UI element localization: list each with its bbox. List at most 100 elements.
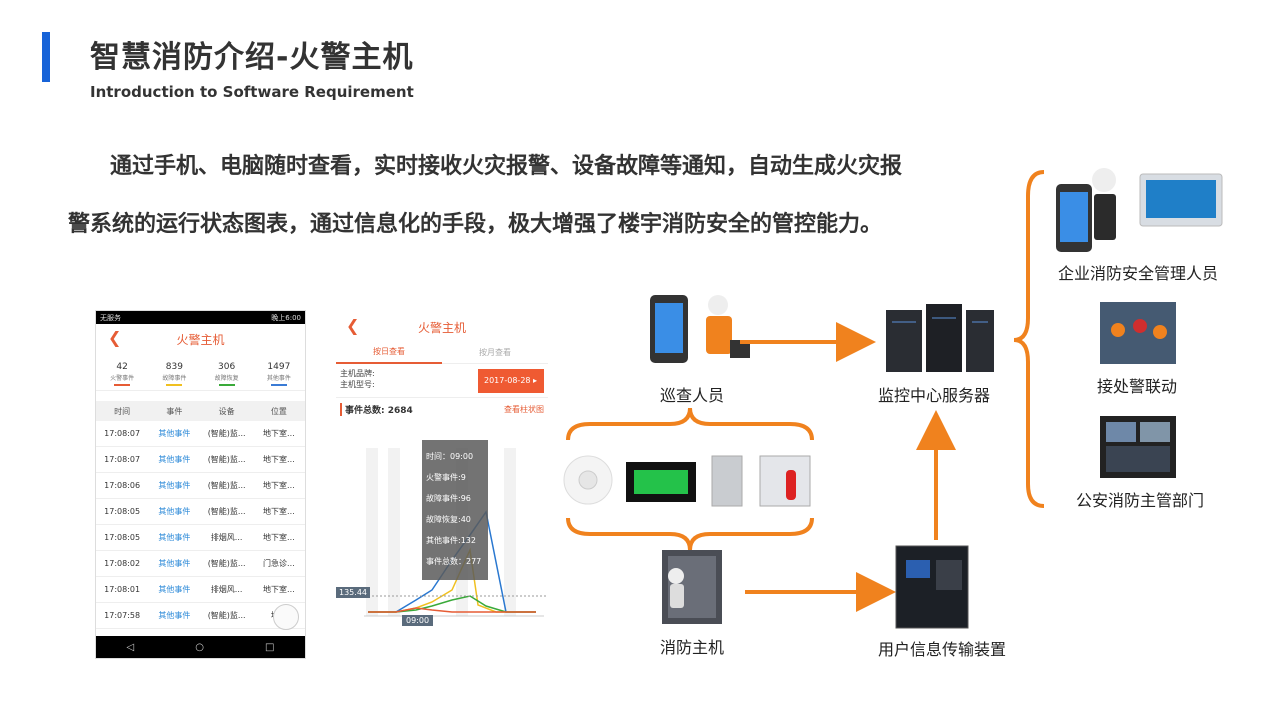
table-header: 时间 事件 设备 位置 (96, 401, 305, 421)
brace-bottom (566, 517, 814, 551)
server-illustration (886, 304, 994, 372)
cell-event: 其他事件 (158, 559, 191, 568)
total-label-text: 事件总数: (345, 405, 385, 416)
x-marker-label: 09:00 (402, 615, 434, 626)
intro-text: 通过手机、电脑随时查看，实时接收火灾报警、设备故障等通知，自动生成火灾报 警系统… (68, 138, 998, 254)
status-right-text: 晚上6:00 (271, 313, 301, 322)
node-alarm-link-label: 接处警联动 (1097, 377, 1178, 396)
transmitter-illustration (895, 545, 969, 629)
phone-app-bar: ❮ 火警主机 (96, 324, 305, 354)
manager-illustration (1056, 168, 1223, 252)
tooltip-fault: 故障事件:96 (426, 494, 471, 503)
cell-event: 其他事件 (158, 611, 191, 620)
stat-label: 故障事件 (162, 375, 187, 382)
cell-time: 17:08:01 (104, 585, 141, 594)
page-title: 智慧消防介绍-火警主机 (90, 40, 414, 75)
series-fire-line (368, 607, 536, 613)
cell-time: 17:08:02 (104, 559, 141, 568)
col-event: 事件 (166, 406, 183, 416)
tooltip-total: 事件总数：277 (426, 557, 482, 566)
stat-color-bar (166, 384, 183, 386)
col-time: 时间 (114, 406, 131, 416)
tab-by-month[interactable]: 按月查看 (479, 348, 511, 357)
cell-event: 其他事件 (158, 533, 191, 542)
cell-time: 17:08:07 (104, 455, 141, 464)
nav-back-icon[interactable]: ◁ (126, 641, 135, 653)
date-value: 2017-08-28 (484, 376, 531, 385)
chart-column (366, 448, 378, 616)
nav-home-icon[interactable]: ○ (195, 641, 204, 653)
brace-top (566, 407, 814, 441)
page-subtitle: Introduction to Software Requirement (90, 83, 414, 101)
cell-device: 排烟风... (210, 533, 243, 542)
cell-location: 地下室... (263, 481, 295, 490)
tooltip-time: 时间：09:00 (426, 452, 474, 461)
stat-other[interactable]: 1497 其他事件 (254, 362, 304, 386)
event-line-chart (336, 448, 548, 617)
stat-number: 839 (165, 362, 183, 372)
event-stats: 42 火警事件 839 故障事件 306 故障恢复 1497 其他事件 (96, 354, 305, 391)
cell-device: (智能)监... (207, 611, 246, 620)
node-inspector-label: 巡查人员 (660, 386, 725, 405)
tooltip-recover: 故障恢复:40 (426, 515, 471, 524)
view-tabs: 按日查看 按月查看 (336, 342, 548, 364)
stat-fire[interactable]: 42 火警事件 (97, 362, 147, 386)
devices-illustration (563, 455, 811, 507)
stat-number: 42 (116, 362, 128, 372)
cell-location: 地下室... (263, 429, 295, 438)
node-manager-label: 企业消防安全管理人员 (1058, 264, 1219, 283)
cell-location: 门急诊... (263, 559, 295, 568)
scroll-top-button[interactable] (273, 604, 299, 630)
col-location: 位置 (270, 406, 287, 416)
chart-screen-title: 火警主机 (417, 320, 466, 335)
phone-title: 火警主机 (176, 332, 225, 347)
inspector-illustration (650, 295, 750, 363)
nav-recent-icon[interactable]: □ (265, 641, 275, 653)
y-marker-label: 135.44 (336, 587, 370, 598)
stat-number: 306 (218, 362, 236, 372)
stat-recover[interactable]: 306 故障恢复 (202, 362, 252, 386)
phone-event-list-screen: 无服务 晚上6:00 ❮ 火警主机 42 火警事件 839 故障事件 306 故… (95, 310, 306, 659)
total-value: 2684 (387, 405, 413, 416)
back-icon[interactable]: ❮ (346, 316, 360, 335)
cell-time: 17:08:07 (104, 429, 141, 438)
node-host-label: 消防主机 (660, 638, 725, 657)
brand-label: 主机品牌: (340, 369, 375, 378)
fire-host-illustration (662, 550, 722, 624)
tooltip-other: 其他事件:132 (426, 536, 476, 545)
back-icon[interactable]: ❮ (108, 328, 122, 347)
host-info: 主机品牌: 主机型号: 2017-08-28 ▸ (336, 364, 548, 398)
cell-location: 地下室... (263, 585, 295, 594)
title-accent-bar (42, 32, 50, 82)
stat-fault[interactable]: 839 故障事件 (149, 362, 199, 386)
cell-location: 地下室... (263, 507, 295, 516)
node-police-label: 公安消防主管部门 (1076, 491, 1205, 510)
col-device: 设备 (218, 406, 235, 416)
cell-event: 其他事件 (158, 429, 191, 438)
stat-label: 其他事件 (266, 375, 291, 382)
model-label: 主机型号: (340, 380, 375, 389)
stat-label: 火警事件 (110, 375, 135, 382)
cell-location: 地下室... (263, 455, 295, 464)
tab-by-day[interactable]: 按日查看 (336, 342, 442, 364)
stat-color-bar (218, 384, 235, 386)
intro-line-1: 通过手机、电脑随时查看，实时接收火灾报警、设备故障等通知，自动生成火灾报 (110, 154, 903, 179)
tooltip-fire: 火警事件:9 (426, 473, 466, 482)
chart-column (504, 448, 516, 616)
phone-status-bar: 无服务 晚上6:00 (96, 311, 305, 324)
cell-time: 17:08:06 (104, 481, 141, 490)
bar-chart-link[interactable]: 查看柱状图 (504, 404, 544, 414)
cell-event: 其他事件 (158, 455, 191, 464)
chart-app-bar: ❮ 火警主机 (336, 312, 548, 342)
date-picker-button[interactable]: 2017-08-28 ▸ (478, 369, 544, 393)
brace-right (1013, 170, 1045, 508)
total-label: 事件总数: 2684 (340, 402, 413, 416)
